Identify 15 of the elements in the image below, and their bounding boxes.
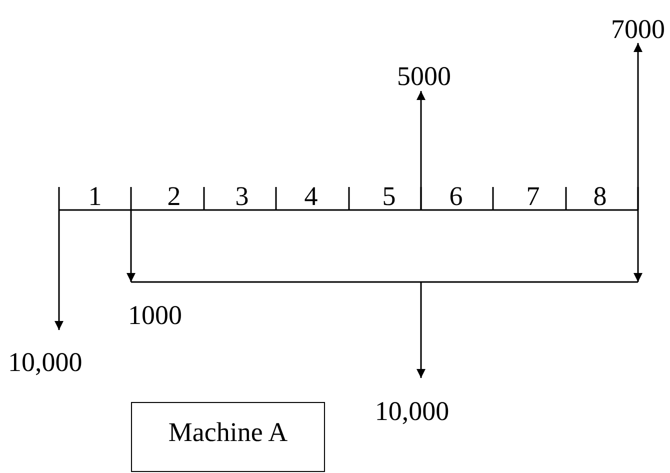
period-number: 2 (167, 183, 181, 210)
box-title: Machine A (167, 419, 289, 446)
period-number: 6 (449, 183, 463, 210)
cash-flow-value: 1000 (128, 302, 182, 329)
period-number: 3 (235, 183, 249, 210)
cash-flow-value: 5000 (397, 63, 451, 90)
period-number: 4 (304, 183, 318, 210)
label-box (131, 402, 325, 472)
period-number: 8 (593, 183, 607, 210)
period-number: 7 (526, 183, 540, 210)
period-number: 1 (88, 183, 102, 210)
cash-flow-value: 10,000 (8, 349, 82, 376)
period-number: 5 (382, 183, 396, 210)
cash-flow-value: 10,000 (374, 398, 450, 425)
cash-flow-value: 7000 (611, 16, 665, 43)
